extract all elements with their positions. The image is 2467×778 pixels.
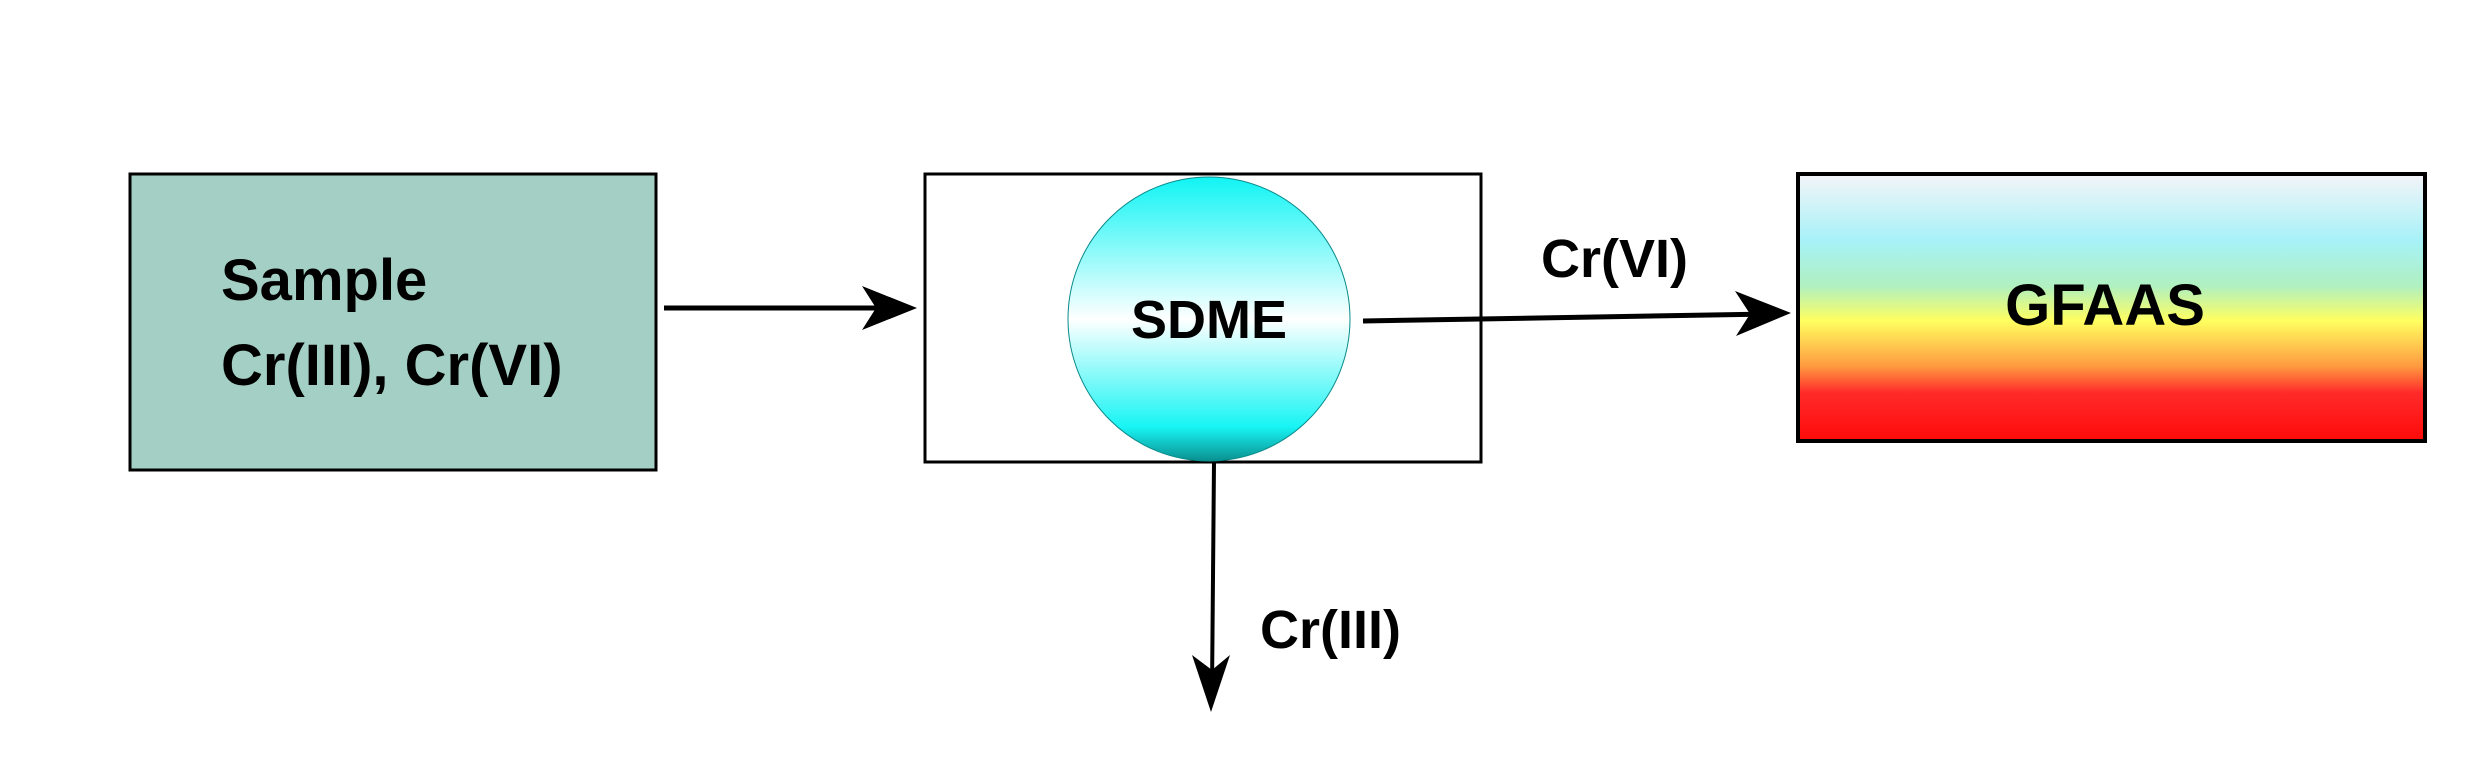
- cr-vi-label: Cr(VI): [1541, 229, 1688, 289]
- gfaas-label: GFAAS: [2005, 273, 2205, 338]
- gfaas-box: GFAAS: [1796, 172, 2427, 443]
- arrow-sdme-to-gfaas: Cr(VI): [1362, 229, 1791, 336]
- arrowhead-icon: [1192, 655, 1230, 712]
- sample-box: Sample Cr(III), Cr(VI): [128, 172, 658, 472]
- arrowhead-icon: [862, 286, 917, 330]
- sdme-box: SDME: [923, 172, 1483, 464]
- sample-label: Sample: [221, 248, 427, 313]
- sdme-label: SDME: [1131, 290, 1287, 350]
- arrow-sdme-down: Cr(III): [1192, 461, 1401, 712]
- arrowhead-icon: [1735, 291, 1791, 336]
- sample-species-label: Cr(III), Cr(VI): [221, 333, 563, 398]
- sdme-drop: [1067, 176, 1351, 462]
- cr-iii-label: Cr(III): [1260, 600, 1401, 660]
- arrow-sample-to-sdme: [664, 286, 917, 330]
